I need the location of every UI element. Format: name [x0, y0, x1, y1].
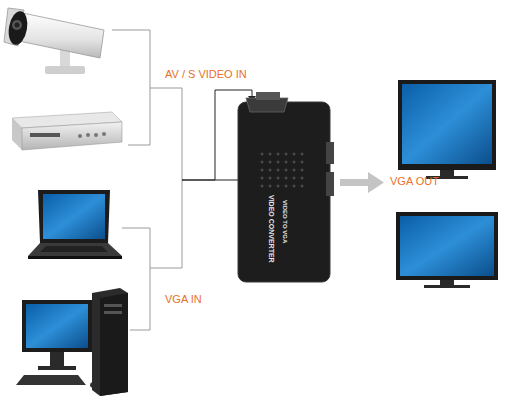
device-label: VIDEO CONVERTER	[268, 195, 275, 263]
dvd-player	[12, 112, 122, 150]
device-label: VIDEO TO VGA	[282, 200, 288, 243]
cctv-camera	[4, 8, 104, 74]
monitor	[398, 80, 496, 179]
laptop	[28, 190, 122, 259]
converter-box: VIDEO CONVERTER VIDEO TO VGA	[238, 102, 330, 282]
monitor	[396, 212, 498, 288]
signal-label: VGA OUT	[390, 175, 439, 187]
output-arrow	[340, 172, 384, 193]
signal-label: VGA IN	[165, 293, 202, 305]
desktop-computer	[16, 288, 128, 396]
converter-body	[238, 92, 334, 282]
signal-label: AV / S VIDEO IN	[165, 68, 247, 80]
